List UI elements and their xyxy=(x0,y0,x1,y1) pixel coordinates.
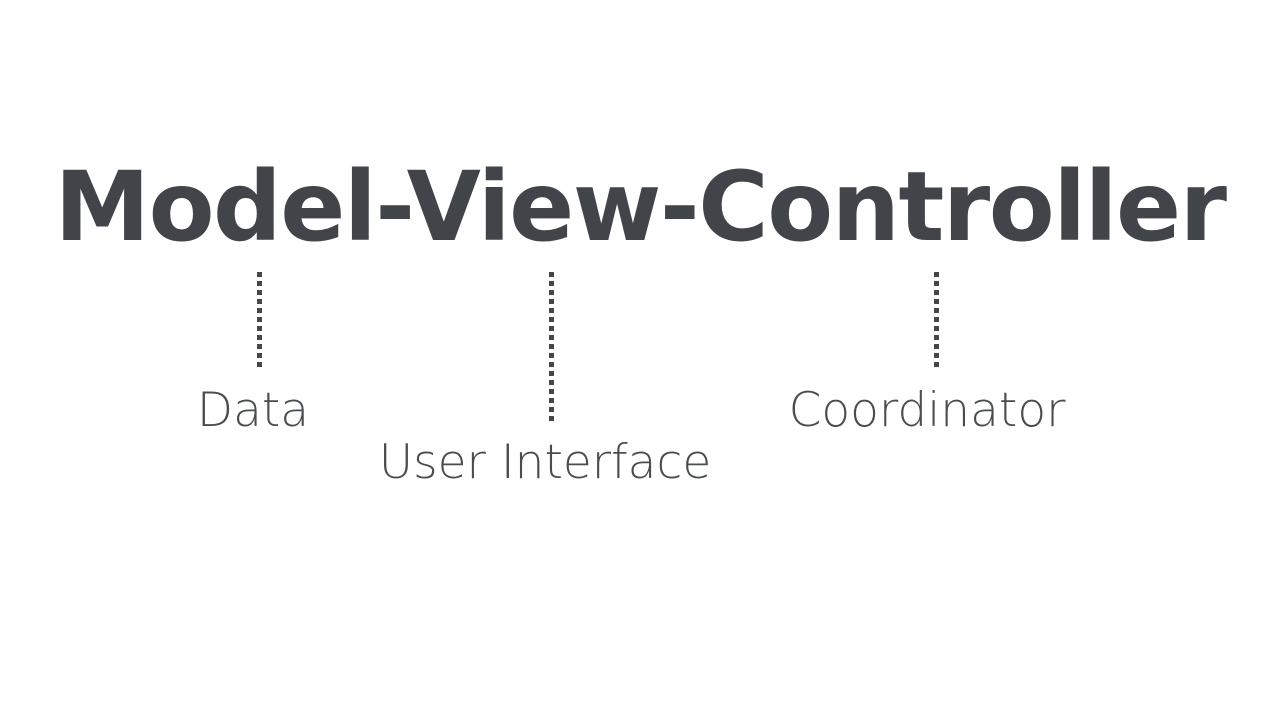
component-label-view: User Interface xyxy=(378,435,712,490)
page-title: Model-View-Controller xyxy=(54,151,1227,263)
connector-line-model xyxy=(257,272,262,367)
component-label-controller: Coordinator xyxy=(788,383,1066,438)
connector-line-controller xyxy=(934,272,939,367)
component-label-model: Data xyxy=(196,383,310,438)
connector-line-view xyxy=(549,272,554,421)
